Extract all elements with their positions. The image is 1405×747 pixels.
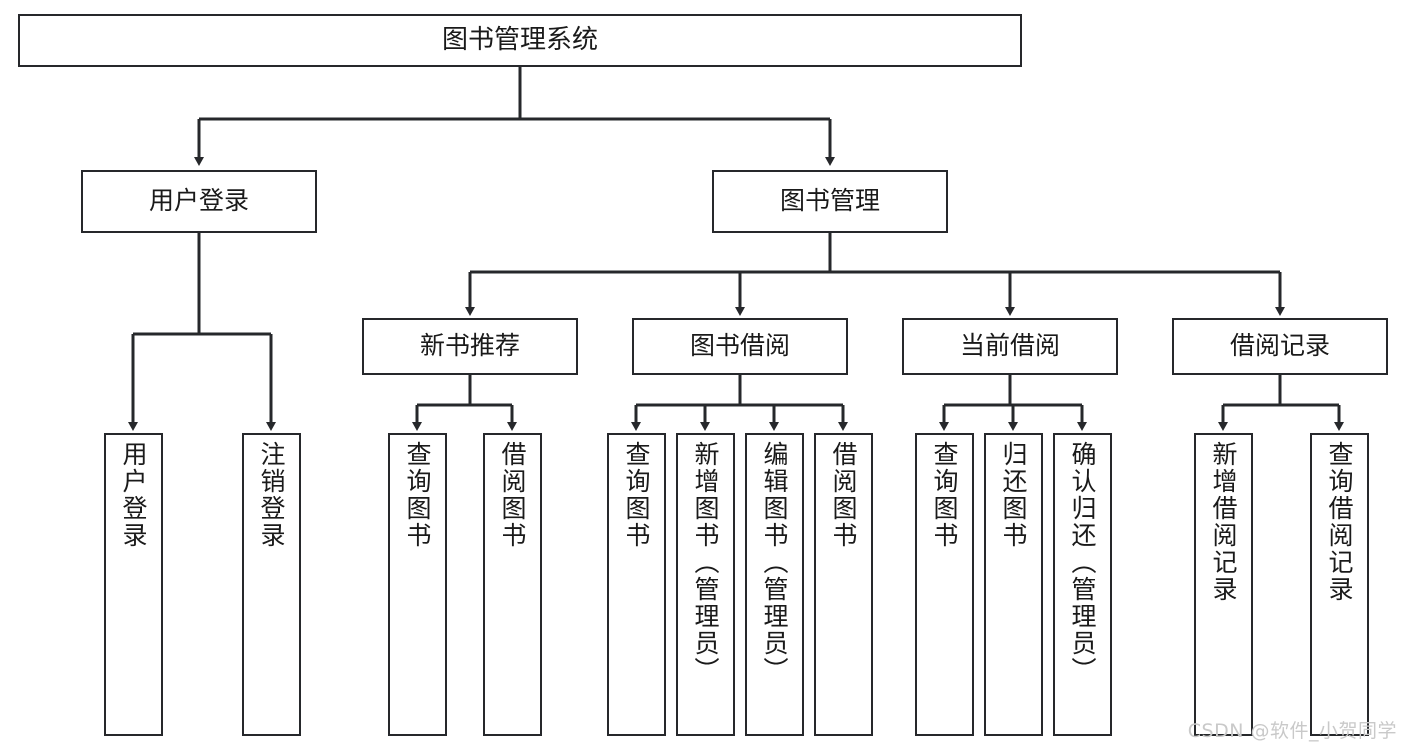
node-label: 借阅图书 [498, 441, 527, 549]
node-new-book-recommend[interactable]: 新书推荐 [362, 318, 578, 375]
leaf-current-return-book[interactable]: 归还图书 [984, 433, 1043, 736]
node-label: 归还图书 [999, 441, 1028, 549]
node-label: 用户登录 [148, 186, 249, 216]
node-label: 确认归还（管理员） [1068, 441, 1097, 684]
node-borrow-record[interactable]: 借阅记录 [1172, 318, 1388, 375]
node-label: 图书管理系统 [441, 24, 598, 55]
csdn-watermark: CSDN @软件_小贺同学 [1187, 720, 1397, 742]
node-book-borrow[interactable]: 图书借阅 [632, 318, 848, 375]
node-label: 编辑图书（管理员） [760, 441, 789, 684]
leaf-current-confirm-return[interactable]: 确认归还（管理员） [1053, 433, 1112, 736]
node-label: 当前借阅 [959, 331, 1060, 361]
node-label: 图书管理 [779, 186, 880, 216]
node-label: 借阅记录 [1229, 331, 1330, 361]
node-label: 借阅图书 [829, 441, 858, 549]
node-label: 新增借阅记录 [1209, 441, 1238, 603]
leaf-user-login-login[interactable]: 用户登录 [104, 433, 163, 736]
leaf-current-query-book[interactable]: 查询图书 [915, 433, 974, 736]
node-book-management[interactable]: 图书管理 [712, 170, 948, 233]
leaf-borrow-query-book[interactable]: 查询图书 [607, 433, 666, 736]
leaf-borrow-edit-book[interactable]: 编辑图书（管理员） [745, 433, 804, 736]
leaf-record-add-record[interactable]: 新增借阅记录 [1194, 433, 1253, 736]
node-label: 查询图书 [930, 441, 959, 549]
node-label: 查询图书 [622, 441, 651, 549]
node-user-login[interactable]: 用户登录 [81, 170, 317, 233]
node-label: 查询图书 [403, 441, 432, 549]
leaf-record-query-record[interactable]: 查询借阅记录 [1310, 433, 1369, 736]
leaf-recommend-query-book[interactable]: 查询图书 [388, 433, 447, 736]
node-current-borrow[interactable]: 当前借阅 [902, 318, 1118, 375]
node-label: 用户登录 [119, 441, 148, 549]
node-label: 图书借阅 [689, 331, 790, 361]
node-label: 新书推荐 [419, 331, 520, 361]
node-label: 注销登录 [257, 441, 286, 549]
node-label: 查询借阅记录 [1325, 441, 1354, 603]
leaf-user-login-logout[interactable]: 注销登录 [242, 433, 301, 736]
leaf-borrow-add-book[interactable]: 新增图书（管理员） [676, 433, 735, 736]
leaf-recommend-borrow-book[interactable]: 借阅图书 [483, 433, 542, 736]
leaf-borrow-borrow-book[interactable]: 借阅图书 [814, 433, 873, 736]
node-root-system[interactable]: 图书管理系统 [18, 14, 1022, 67]
node-label: 新增图书（管理员） [691, 441, 720, 684]
